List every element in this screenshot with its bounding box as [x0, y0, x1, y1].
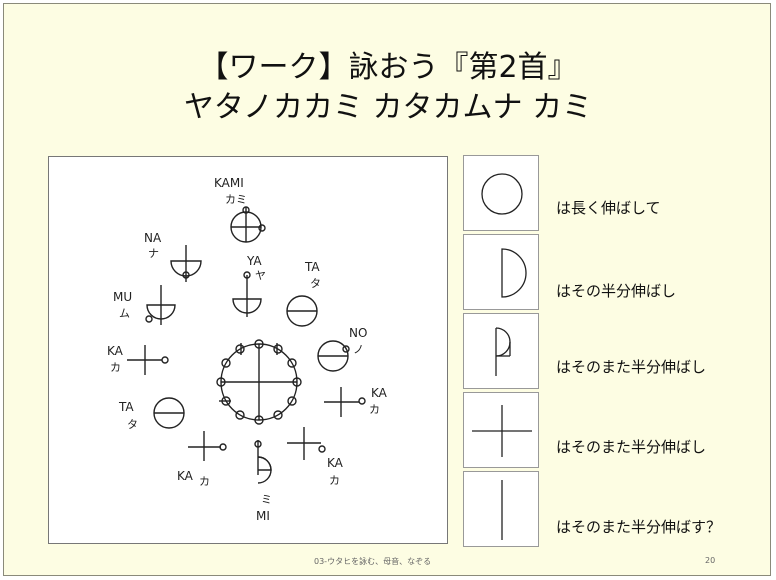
glyph-ta-2 — [153, 397, 185, 429]
legend-glyph-box-5 — [463, 471, 539, 547]
legend-glyph-box-3 — [463, 313, 539, 389]
label-ka-2-en: KA — [371, 386, 388, 400]
label-ka-1-en: KA — [107, 344, 124, 358]
slide-title: 【ワーク】詠おう『第2首』 ヤタノカカミ カタカムナ カミ — [4, 48, 772, 128]
glyph-no — [317, 340, 350, 372]
label-no-en: NO — [349, 326, 367, 340]
glyph-ya — [232, 271, 262, 317]
label-ka-2-jp: カ — [369, 403, 380, 416]
label-mi-en: MI — [256, 509, 270, 523]
legend-text-2: はその半分伸ばし — [556, 282, 677, 300]
label-ka-4-en: KA — [327, 456, 344, 470]
label-ya-en: YA — [246, 254, 262, 268]
legend-text-3: はそのまた半分伸ばし — [556, 358, 707, 376]
glyph-legend-column — [463, 155, 539, 547]
glyph-ta-1 — [286, 295, 318, 327]
page-number: 20 — [705, 556, 716, 565]
label-ta-2-en: TA — [118, 400, 134, 414]
glyph-central-ring — [216, 339, 302, 425]
label-ta-2-jp: タ — [127, 418, 138, 431]
legend-glyph-box-4 — [463, 392, 539, 468]
katakamuna-glyph-figure: KAMI カミ NA ナ YA ヤ TA — [48, 156, 448, 544]
label-na-jp: ナ — [148, 247, 159, 260]
label-ka-1-jp: カ — [110, 361, 121, 374]
label-na-en: NA — [144, 231, 162, 245]
quarter-circle-glyph-icon — [495, 327, 511, 376]
label-kami-jp: カミ — [225, 193, 247, 206]
label-mu-en: MU — [113, 290, 132, 304]
glyph-na — [170, 245, 202, 282]
vertical-line-glyph-icon — [501, 480, 503, 540]
title-line-1: 【ワーク】詠おう『第2首』 — [198, 50, 578, 85]
glyph-ka-4 — [287, 427, 326, 460]
glyph-ka-2 — [324, 387, 366, 417]
label-ta-1-en: TA — [304, 260, 320, 274]
label-no-jp: ノ — [353, 343, 364, 356]
glyph-ka-3 — [188, 431, 227, 461]
label-ka-3-en: KA — [177, 469, 194, 483]
label-ka-3-jp: カ — [199, 475, 210, 488]
glyph-kami — [230, 206, 266, 243]
label-ka-4-jp: カ — [329, 474, 340, 487]
glyph-mi — [254, 440, 272, 484]
label-kami-en: KAMI — [214, 176, 244, 190]
legend-glyph-box-2 — [463, 234, 539, 310]
label-mi-jp: ミ — [261, 493, 272, 506]
label-ta-1-jp: タ — [310, 277, 321, 290]
cross-glyph-icon — [472, 405, 532, 457]
circle-glyph-icon — [481, 173, 523, 215]
legend-text-1: は長く伸ばして — [556, 199, 661, 217]
legend-text-4: はそのまた半分伸ばし — [556, 438, 707, 456]
label-mu-jp: ム — [119, 307, 130, 320]
glyph-diagram: KAMI カミ NA ナ YA ヤ TA — [107, 176, 388, 523]
glyph-mu — [145, 285, 176, 325]
legend-glyph-box-1 — [463, 155, 539, 231]
slide: 【ワーク】詠おう『第2首』 ヤタノカカミ カタカムナ カミ KAMI カミ NA… — [3, 3, 771, 576]
half-circle-glyph-icon — [501, 248, 527, 298]
footer-caption: 03-ウタヒを詠む、母音、なぞる — [314, 557, 432, 566]
glyph-ka-1 — [127, 345, 169, 375]
label-ya-jp: ヤ — [255, 269, 266, 282]
legend-text-5: はそのまた半分伸ばす？ — [556, 518, 722, 536]
title-line-2: ヤタノカカミ カタカムナ カミ — [183, 90, 593, 125]
